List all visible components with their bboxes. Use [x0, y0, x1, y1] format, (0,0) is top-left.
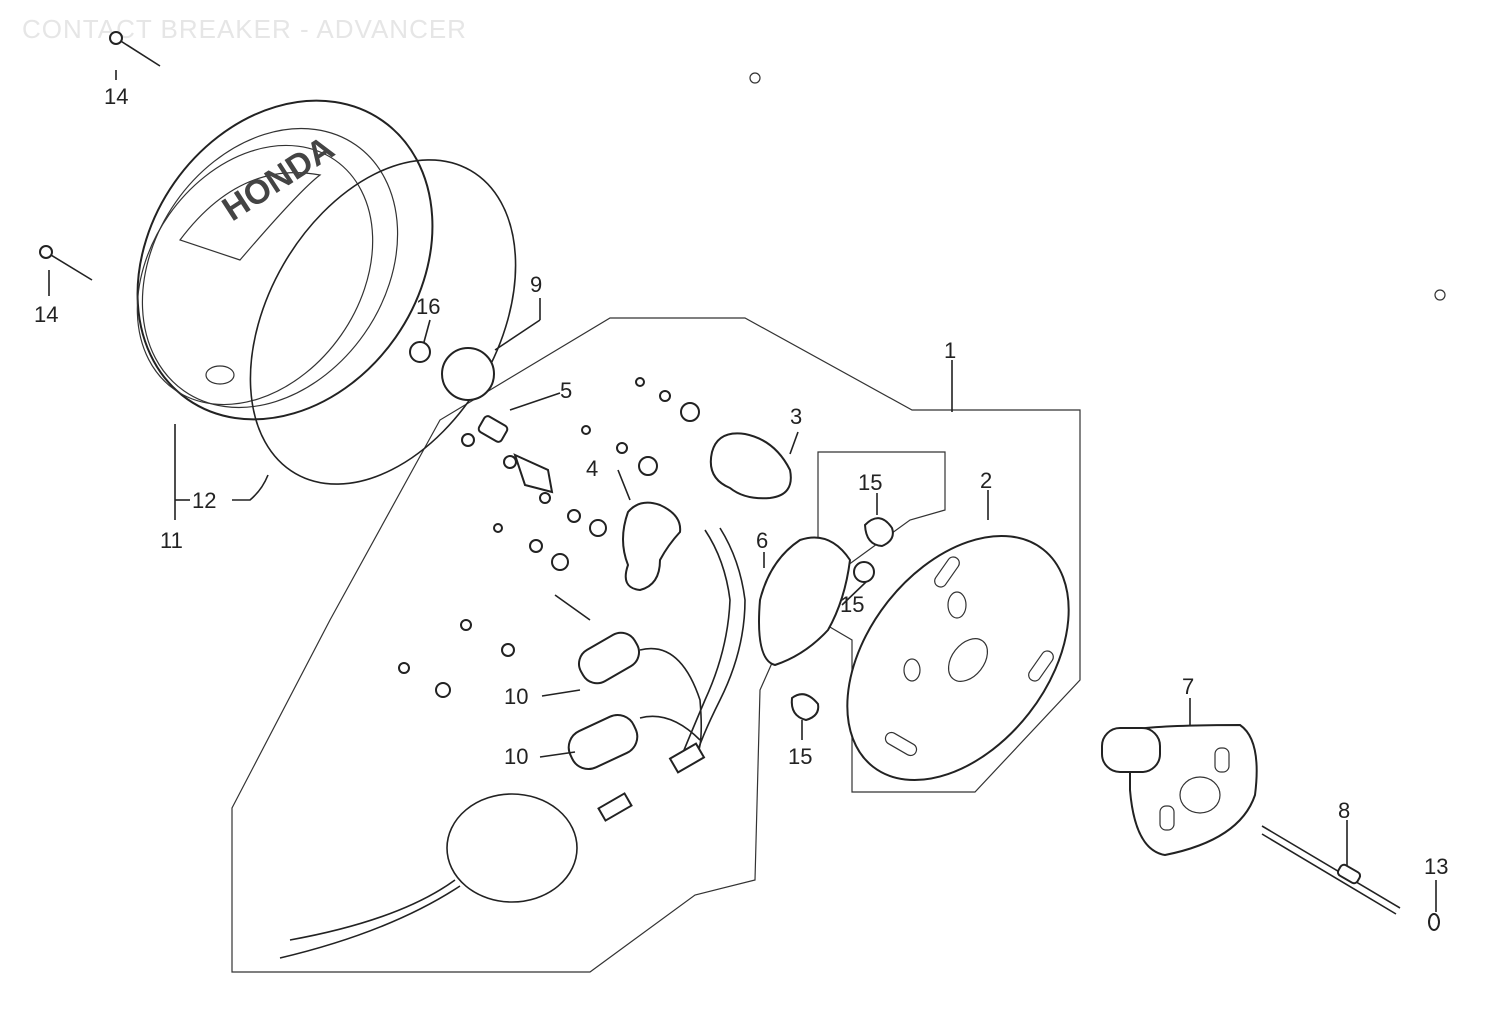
base-plate-6: [758, 536, 852, 667]
backing-plate-2: [846, 534, 1070, 782]
callout-11: 11: [160, 528, 183, 553]
callout-13: 13: [1424, 854, 1448, 879]
nut-15b: [853, 561, 875, 583]
callout-10a: 10: [504, 684, 528, 709]
contact-point-5: [477, 415, 554, 494]
condenser-10b: [567, 714, 701, 770]
screw-14b: [39, 245, 93, 281]
wire-harness: [279, 527, 746, 959]
screw-14a: [109, 31, 161, 67]
callout-15c: 15: [788, 744, 812, 769]
condenser-10a: [554, 594, 703, 761]
callout-5: 5: [560, 378, 572, 403]
callout-15a: 15: [858, 470, 882, 495]
spring-15c: [790, 693, 820, 722]
callout-14b: 14: [34, 302, 58, 327]
spring-15a: [863, 517, 894, 548]
callout-1: 1: [944, 338, 956, 363]
callout-4: 4: [586, 456, 598, 481]
callout-16: 16: [416, 294, 440, 319]
callout-7: 7: [1182, 674, 1194, 699]
callout-3: 3: [790, 404, 802, 429]
points-cover: HONDA: [136, 99, 434, 421]
callout-12: 12: [192, 488, 216, 513]
callout-9: 9: [530, 272, 542, 297]
advancer-cam-3: [709, 432, 792, 500]
clip-13: [1428, 913, 1440, 931]
callout-15b: 15: [840, 592, 864, 617]
breaker-arm-4: [622, 501, 682, 592]
callout-8: 8: [1338, 798, 1350, 823]
callout-labels: 14 14 16 9 5 1 3 4 15 2 6 15 12 11 10 10…: [34, 84, 1448, 879]
grommet-16: [409, 341, 431, 363]
assembly-outline: [231, 317, 1081, 973]
leader-lines: [48, 70, 1437, 912]
callout-10b: 10: [504, 744, 528, 769]
callout-2: 2: [980, 468, 992, 493]
scan-marks: [749, 72, 1446, 301]
shaft-8: [1261, 825, 1401, 915]
advancer-housing-7: [1101, 723, 1258, 857]
hardware-set: [398, 377, 700, 698]
callout-6: 6: [756, 528, 768, 553]
diagram-title: CONTACT BREAKER - ADVANCER: [22, 14, 467, 44]
plug-cap-9: [441, 347, 495, 401]
callout-14a: 14: [104, 84, 128, 109]
